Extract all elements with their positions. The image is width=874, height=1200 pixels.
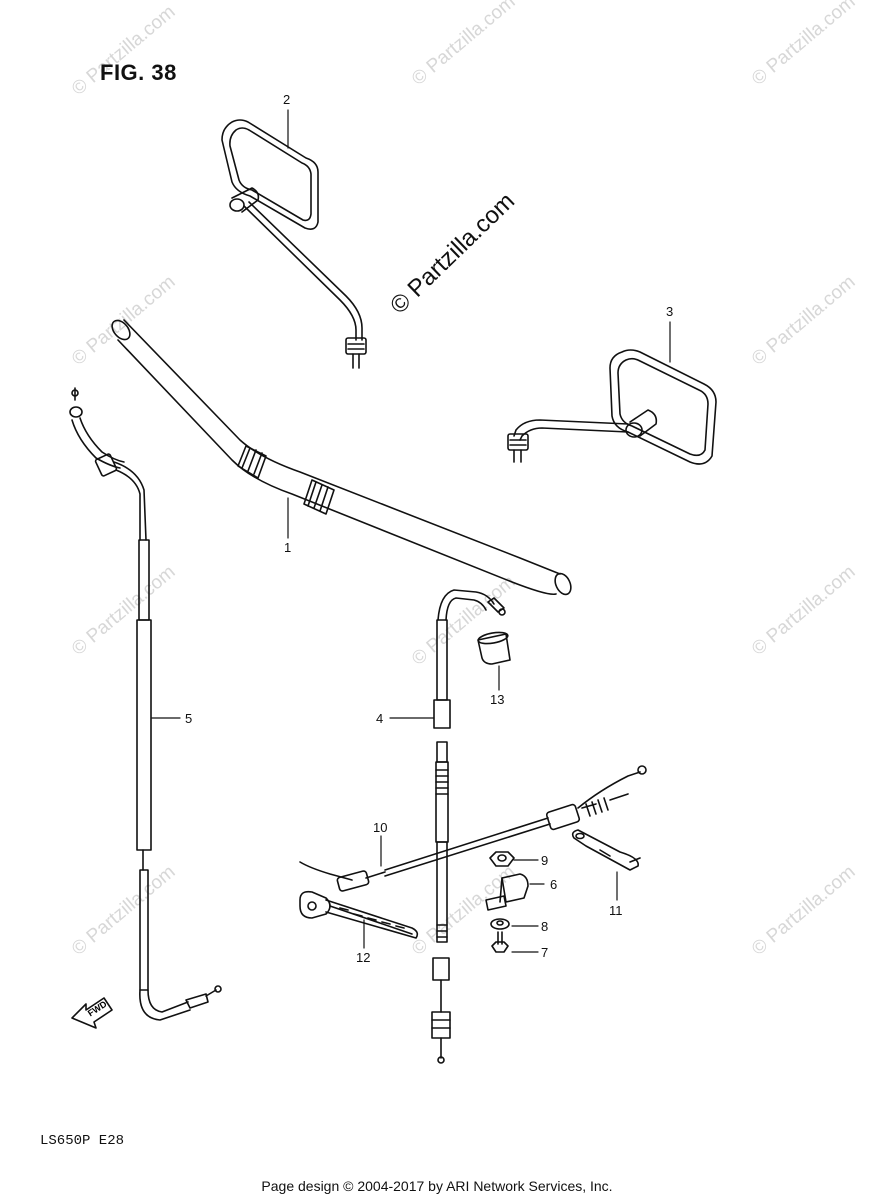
callout-7[interactable]: 7	[541, 945, 548, 960]
model-code: LS650P E28	[40, 1133, 125, 1149]
cable-throttle[interactable]	[69, 387, 222, 1021]
figure-title: FIG. 38	[100, 60, 177, 85]
fwd-arrow	[71, 997, 113, 1029]
callout-13[interactable]: 13	[490, 692, 504, 707]
stay-bracket[interactable]	[571, 829, 641, 871]
cable-clamp[interactable]	[485, 873, 529, 911]
grip-end-cap[interactable]	[477, 630, 511, 665]
washer[interactable]	[490, 918, 510, 930]
callout-12[interactable]: 12	[356, 950, 370, 965]
callout-3[interactable]: 3	[666, 304, 673, 319]
mirror-left[interactable]	[221, 119, 367, 369]
callout-10[interactable]: 10	[373, 820, 387, 835]
mirror-right[interactable]	[507, 349, 717, 465]
callout-2[interactable]: 2	[283, 92, 290, 107]
callout-4[interactable]: 4	[376, 711, 383, 726]
bolt[interactable]	[491, 931, 509, 953]
callout-9[interactable]: 9	[541, 853, 548, 868]
nut[interactable]	[489, 851, 515, 867]
callout-8[interactable]: 8	[541, 919, 548, 934]
handlebar[interactable]	[109, 317, 574, 597]
cable-front-brake[interactable]	[299, 765, 647, 892]
footer-credit: Page design © 2004-2017 by ARI Network S…	[261, 1178, 613, 1194]
cable-clutch[interactable]	[431, 589, 506, 1064]
callout-5[interactable]: 5	[185, 711, 192, 726]
callout-leaders	[151, 109, 671, 953]
brake-bracket[interactable]	[299, 890, 419, 939]
callout-11[interactable]: 11	[609, 903, 623, 918]
callout-6[interactable]: 6	[550, 877, 557, 892]
callout-1[interactable]: 1	[284, 540, 291, 555]
